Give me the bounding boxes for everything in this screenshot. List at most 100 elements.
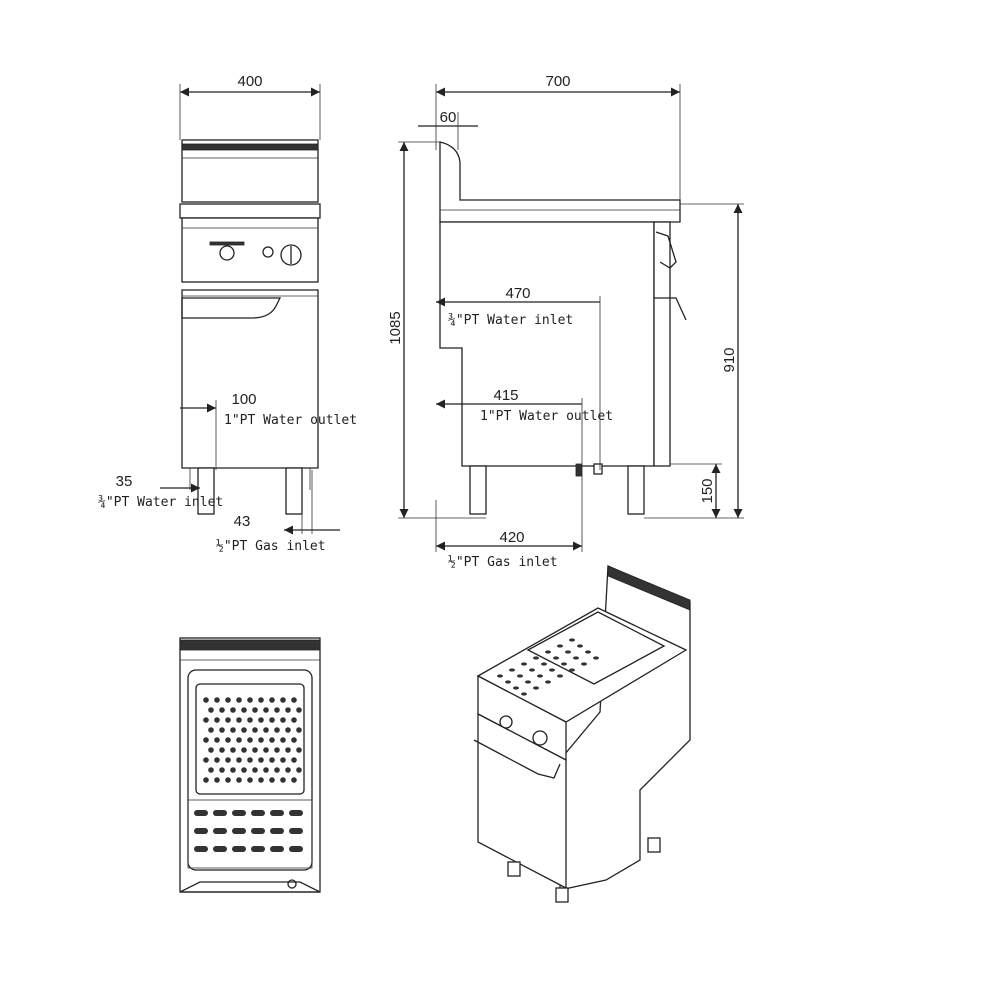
iso-perforation-hole xyxy=(537,674,543,678)
perforation-hole xyxy=(214,737,220,743)
perforation-hole xyxy=(219,747,225,753)
perforation-hole xyxy=(285,767,291,773)
front-gas-inlet-label: ½"PT Gas inlet xyxy=(216,539,326,554)
iso-perforation-hole xyxy=(513,686,519,690)
drain-slots xyxy=(194,810,303,852)
side-work-height-dim: 910 xyxy=(721,347,738,372)
perforation-hole xyxy=(296,707,302,713)
perforation-hole xyxy=(203,717,209,723)
perforation-hole xyxy=(274,707,280,713)
perforation-hole xyxy=(269,697,275,703)
iso-perforation-hole xyxy=(521,662,527,666)
perforation-hole xyxy=(247,737,253,743)
perforation-hole xyxy=(219,707,225,713)
iso-perforation-hole xyxy=(569,668,575,672)
front-width-dim: 400 xyxy=(237,73,262,90)
perforation-hole xyxy=(263,767,269,773)
perforation-hole xyxy=(258,757,264,763)
perforation-hole xyxy=(291,757,297,763)
drain-slot xyxy=(251,846,265,852)
perforation-hole xyxy=(247,697,253,703)
iso-perforation-hole xyxy=(569,638,575,642)
side-water-outlet-dim: 415 xyxy=(493,387,518,404)
perforation-hole xyxy=(225,717,231,723)
perforation-hole xyxy=(236,737,242,743)
perforation-hole xyxy=(203,737,209,743)
drain-slot xyxy=(213,846,227,852)
iso-perforation-hole xyxy=(581,662,587,666)
iso-perforation-hole xyxy=(541,662,547,666)
perforation-hole xyxy=(258,717,264,723)
perforation-hole xyxy=(280,737,286,743)
basket-perforation xyxy=(203,697,302,783)
iso-perforation-hole xyxy=(593,656,599,660)
iso-perforation-hole xyxy=(525,680,531,684)
side-water-inlet-label: ¾"PT Water inlet xyxy=(448,313,573,328)
perforation-hole xyxy=(208,747,214,753)
perforation-hole xyxy=(225,757,231,763)
perforation-hole xyxy=(203,757,209,763)
drain-slot xyxy=(194,828,208,834)
iso-perforation-hole xyxy=(553,656,559,660)
side-view: 700 60 1085 910 150 470 ¾ xyxy=(387,73,744,570)
perforation-hole xyxy=(280,777,286,783)
drain-slot xyxy=(213,828,227,834)
iso-perforation-hole xyxy=(505,680,511,684)
drain-slot xyxy=(289,810,303,816)
perforation-hole xyxy=(247,717,253,723)
side-gas-inlet-label: ½"PT Gas inlet xyxy=(448,555,558,570)
perforation-hole xyxy=(241,767,247,773)
perforation-hole xyxy=(263,727,269,733)
perforation-hole xyxy=(285,727,291,733)
drain-slot xyxy=(289,846,303,852)
perforation-hole xyxy=(214,697,220,703)
iso-perforation-hole xyxy=(533,686,539,690)
perforation-hole xyxy=(203,777,209,783)
perforation-hole xyxy=(230,767,236,773)
drain-slot xyxy=(232,846,246,852)
perforation-hole xyxy=(263,747,269,753)
perforation-hole xyxy=(258,737,264,743)
perforation-hole xyxy=(274,767,280,773)
perforation-hole xyxy=(236,777,242,783)
front-water-outlet-text: 1"PT Water outlet xyxy=(224,413,357,428)
perforation-hole xyxy=(203,697,209,703)
perforation-hole xyxy=(247,757,253,763)
side-water-outlet-label: 1"PT Water outlet xyxy=(480,409,613,424)
iso-perforation-hole xyxy=(565,650,571,654)
drain-slot xyxy=(251,828,265,834)
drain-slot xyxy=(289,828,303,834)
side-water-inlet-dim: 470 xyxy=(505,285,530,302)
perforation-hole xyxy=(214,757,220,763)
side-gas-dim: 420 xyxy=(499,529,524,546)
perforation-hole xyxy=(219,767,225,773)
drain-slot xyxy=(232,828,246,834)
iso-perforation-hole xyxy=(521,692,527,696)
top-view xyxy=(179,637,321,893)
perforation-hole xyxy=(296,767,302,773)
perforation-hole xyxy=(274,727,280,733)
perforation-hole xyxy=(241,747,247,753)
perforation-hole xyxy=(291,737,297,743)
iso-perforation-hole xyxy=(509,668,515,672)
perforation-hole xyxy=(263,707,269,713)
perforation-hole xyxy=(258,777,264,783)
perforation-hole xyxy=(274,747,280,753)
drain-slot xyxy=(270,846,284,852)
perforation-hole xyxy=(280,697,286,703)
perforation-hole xyxy=(247,777,253,783)
iso-perforation-hole xyxy=(545,650,551,654)
side-back-dim: 60 xyxy=(440,109,457,126)
ignition-icon xyxy=(262,246,274,258)
perforation-hole xyxy=(236,757,242,763)
drain-slot xyxy=(270,810,284,816)
drain-slot xyxy=(194,810,208,816)
perforation-hole xyxy=(285,707,291,713)
perforation-hole xyxy=(241,707,247,713)
perforation-hole xyxy=(296,747,302,753)
side-depth-dim: 700 xyxy=(545,73,570,90)
iso-perforation-hole xyxy=(497,674,503,678)
drain-slot xyxy=(251,810,265,816)
perforation-hole xyxy=(230,727,236,733)
